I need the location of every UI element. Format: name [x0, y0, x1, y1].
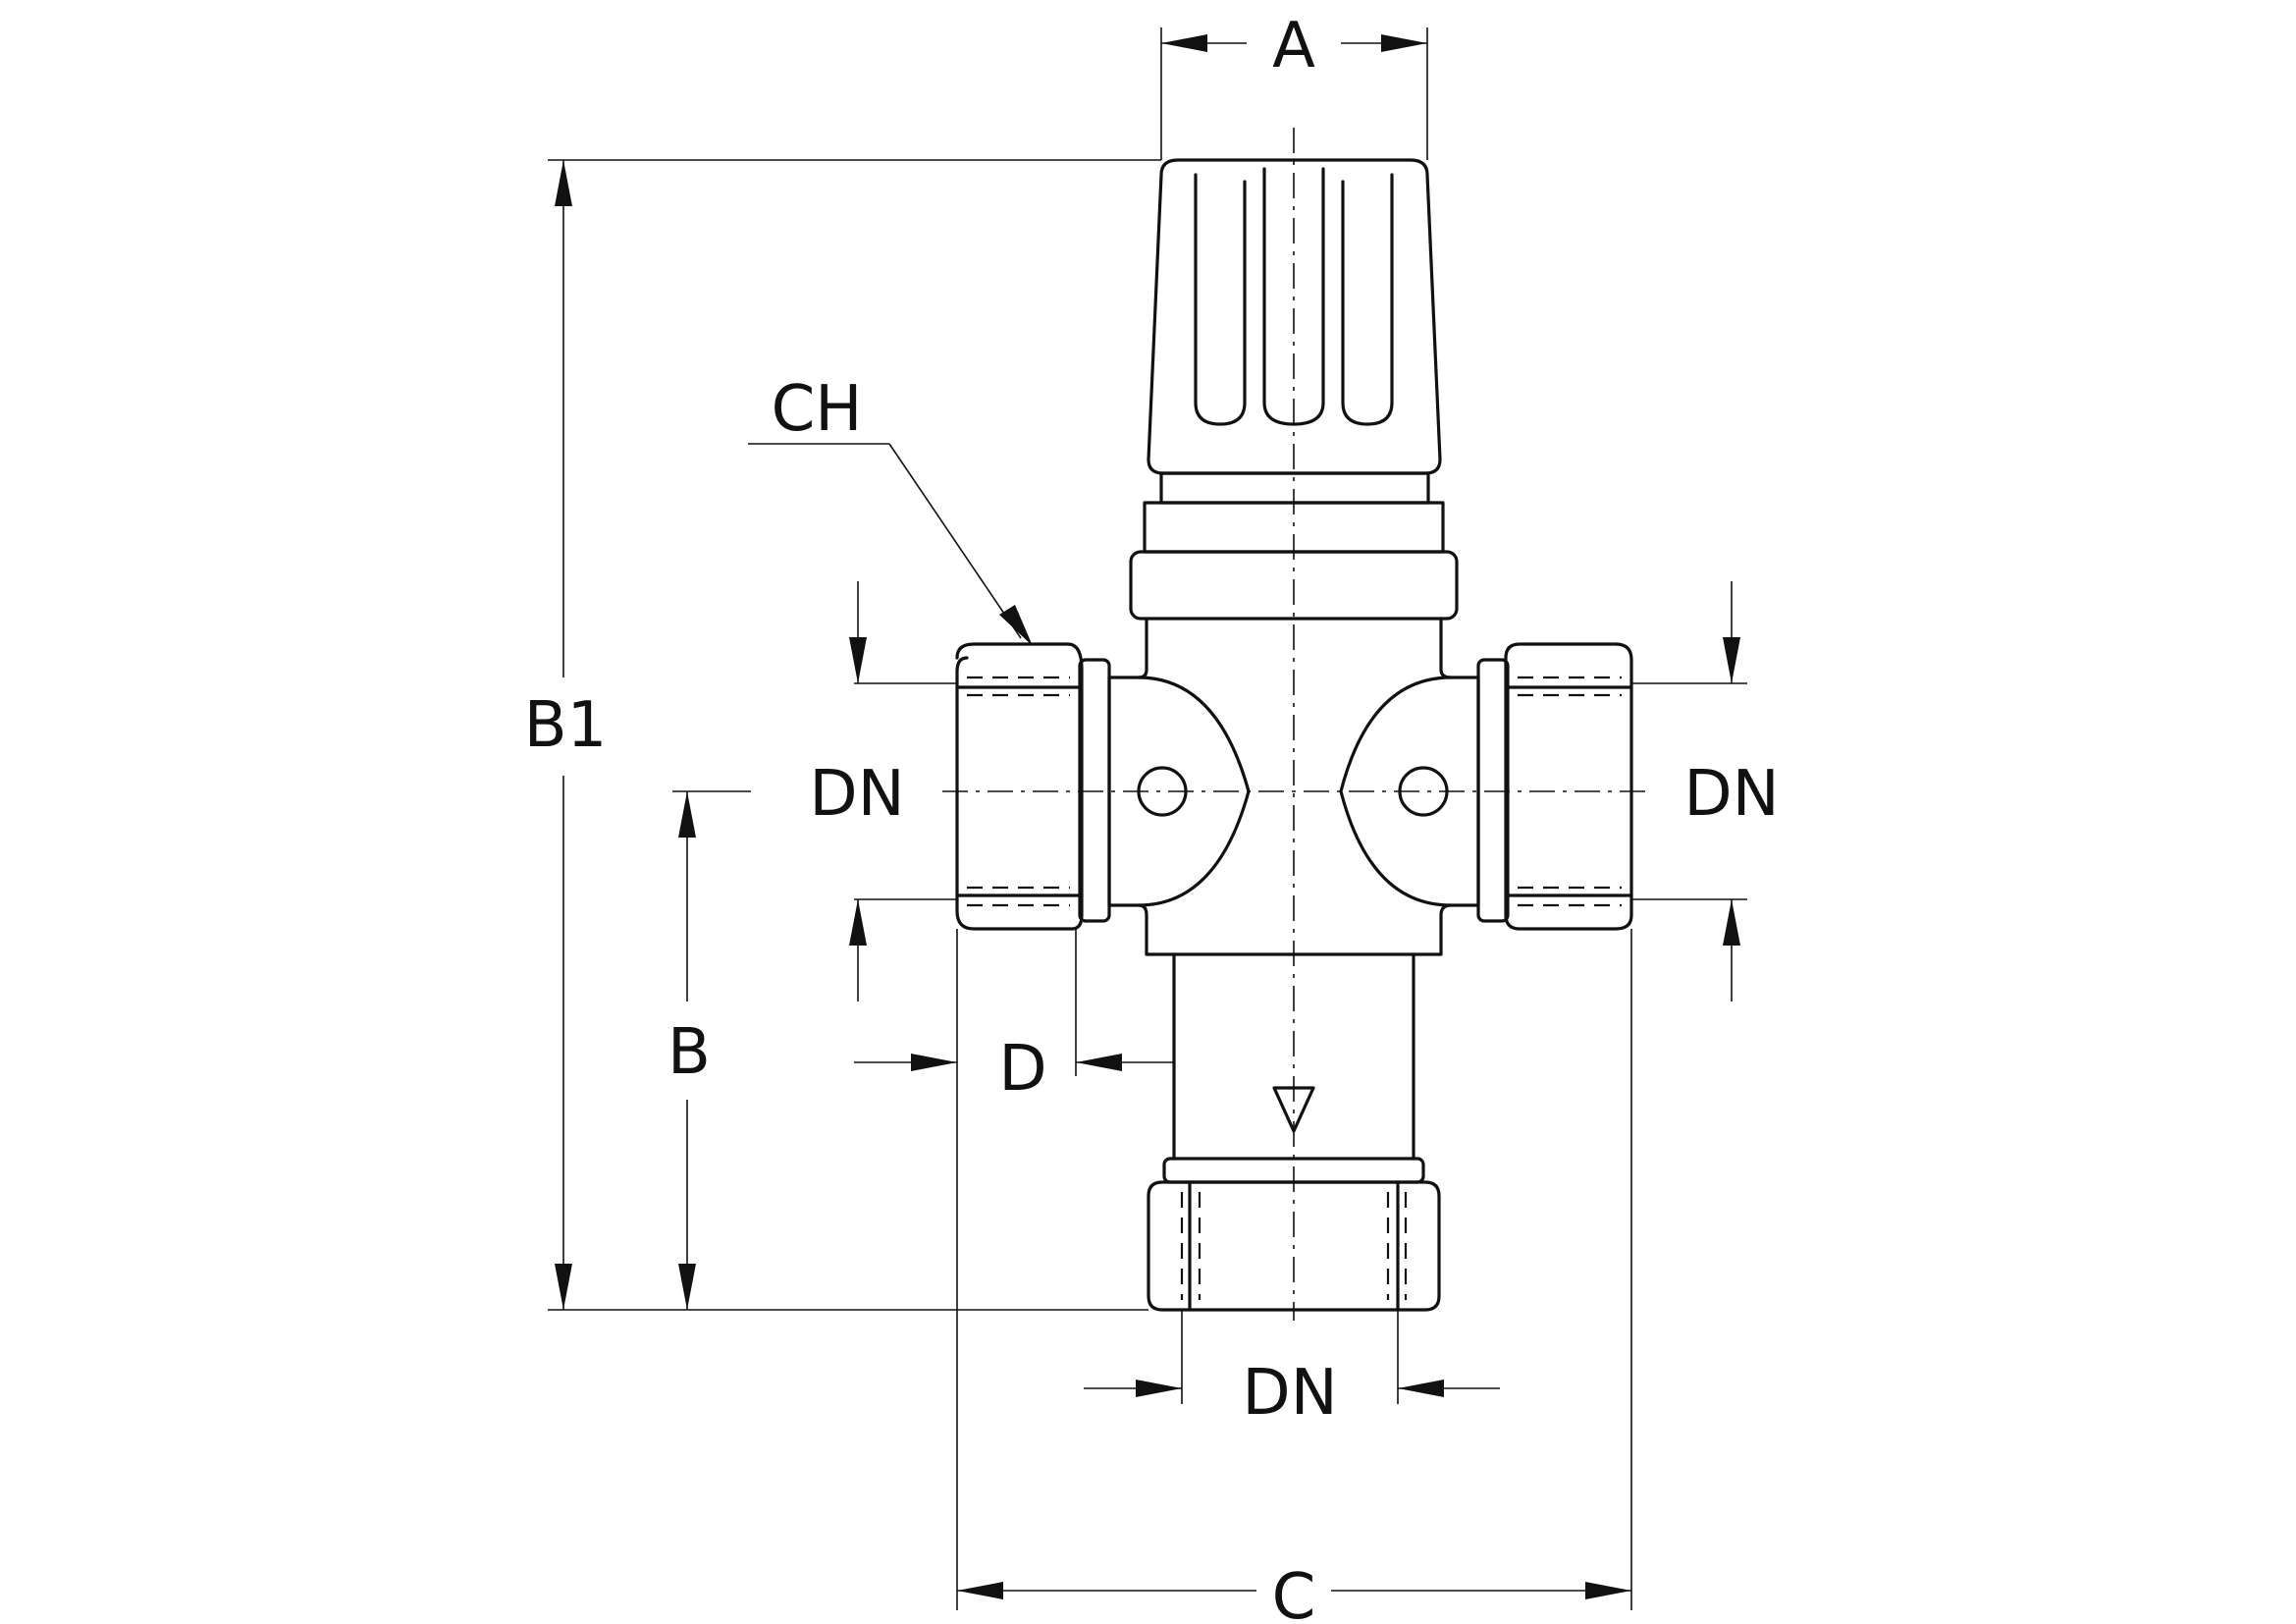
dimension-ch-label: CH — [772, 373, 863, 446]
dimension-dn-bottom: DN — [1084, 1310, 1500, 1430]
dimension-a-label: A — [1272, 10, 1315, 82]
outlet-pipe — [1162, 952, 1425, 1184]
left-union-nut — [955, 642, 1111, 931]
center-lines — [942, 128, 1649, 1321]
dimension-b-label: B — [667, 1016, 711, 1089]
valve-body — [1107, 617, 1480, 956]
dimension-ch: CH — [748, 373, 1033, 646]
bottom-union-nut — [1147, 1180, 1441, 1312]
dimension-b1: B1 — [524, 159, 1161, 1311]
right-union-nut — [1476, 642, 1633, 931]
dimension-c: C — [956, 929, 1632, 1624]
dimension-dn-left-label: DN — [809, 758, 904, 831]
dimension-dn-left: DN — [809, 581, 957, 1001]
dimension-dn-right-label: DN — [1683, 758, 1779, 831]
dimension-b: B — [667, 790, 751, 1310]
dimension-c-label: C — [1272, 1561, 1316, 1624]
flow-direction-marker — [1272, 1086, 1315, 1133]
dimension-d-label: D — [998, 1033, 1046, 1106]
bonnet — [1129, 501, 1459, 621]
dimension-d: D — [854, 929, 1174, 1106]
adjustment-knob — [1147, 158, 1442, 505]
dimension-a: A — [1160, 10, 1428, 160]
dimension-dn-bottom-label: DN — [1242, 1357, 1337, 1430]
dimension-b1-label: B1 — [524, 689, 608, 762]
dimension-dn-right: DN — [1631, 581, 1780, 1001]
